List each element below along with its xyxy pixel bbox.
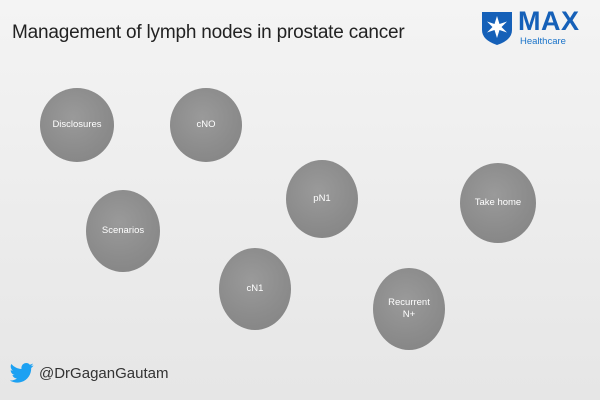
topic-scenarios[interactable]: Scenarios [86, 190, 160, 272]
topic-label: cN1 [246, 283, 264, 294]
topic-label: cNO [196, 119, 216, 130]
max-healthcare-logo: MAX Healthcare [480, 6, 592, 52]
topic-cn1[interactable]: cN1 [219, 248, 291, 330]
topic-label: Take home [474, 197, 522, 208]
topic-label: Recurrent N+ [388, 297, 430, 320]
logo-subtitle: Healthcare [520, 36, 566, 47]
topic-label: Disclosures [52, 119, 102, 130]
topic-recurrent-n-plus[interactable]: Recurrent N+ [373, 268, 445, 350]
twitter-handle-text: @DrGaganGautam [39, 364, 169, 382]
twitter-handle[interactable]: @DrGaganGautam [10, 360, 168, 386]
max-star-icon [482, 12, 512, 45]
topic-take-home[interactable]: Take home [460, 163, 536, 243]
topic-pn1[interactable]: pN1 [286, 160, 358, 238]
topic-label: Scenarios [101, 225, 145, 236]
topic-disclosures[interactable]: Disclosures [40, 88, 114, 162]
twitter-bird-icon [10, 363, 34, 383]
logo-wordmark: MAX [518, 6, 580, 36]
topic-label: pN1 [313, 193, 331, 204]
slide-title: Management of lymph nodes in prostate ca… [12, 22, 405, 43]
topic-cno[interactable]: cNO [170, 88, 242, 162]
